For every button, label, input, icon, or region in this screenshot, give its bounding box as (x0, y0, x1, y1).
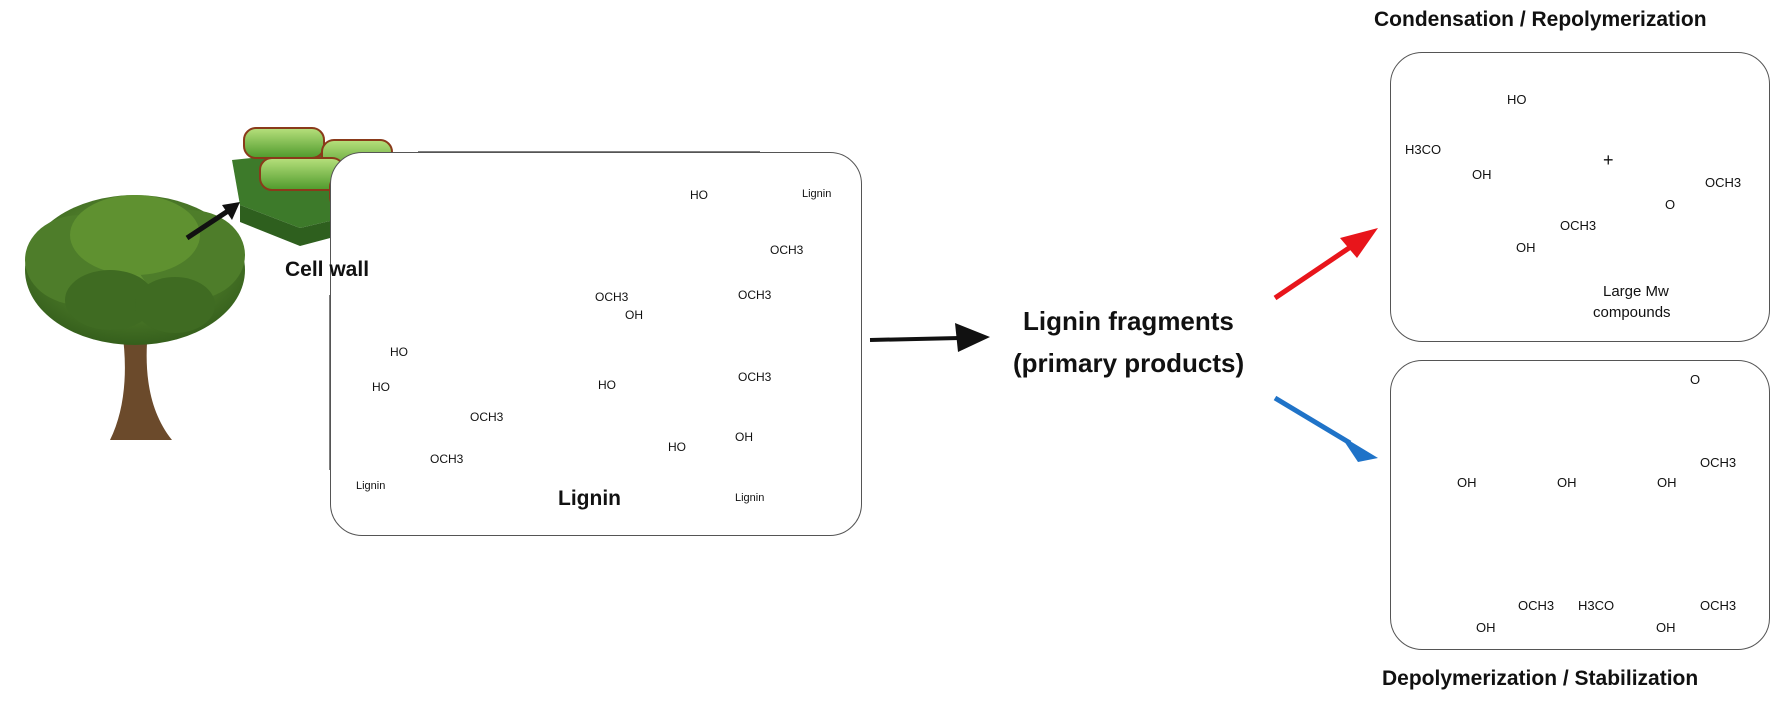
plus-sign: + (1603, 150, 1614, 170)
large-mw-label-line2: compounds (1593, 304, 1671, 321)
dep-oh-4: OH (1476, 620, 1496, 635)
dep-och3-1: OCH3 (1700, 455, 1737, 470)
fragments-label-line1: Lignin fragments (1023, 306, 1234, 336)
cond-ho: HO (1507, 92, 1527, 107)
large-mw-label-line1: Large Mw (1603, 283, 1669, 300)
dep-oh-3: OH (1657, 475, 1677, 490)
lignin-ho-1: HO (390, 345, 408, 359)
dep-oh-2: OH (1557, 475, 1577, 490)
cond-oh-1: OH (1472, 167, 1492, 182)
lignin-box (330, 152, 862, 536)
dep-och3-3: OCH3 (1700, 598, 1737, 613)
lignin-oh-top: OH (625, 308, 643, 322)
lignin-top-right: Lignin (802, 188, 832, 200)
cond-o: O (1665, 197, 1676, 212)
depolymerization-box (1390, 360, 1770, 650)
tree-illustration (25, 195, 245, 440)
lignin-to-fragments-arrow (869, 323, 990, 352)
cond-h3co: H3CO (1405, 142, 1442, 157)
cond-och3-b: OCH3 (1705, 175, 1742, 190)
lignin-och3-2: OCH3 (430, 452, 464, 466)
lignin-och3-1: OCH3 (470, 410, 504, 424)
lignin-ho-3: HO (598, 378, 616, 392)
red-arrow (1273, 228, 1378, 301)
condensation-box (1390, 52, 1770, 342)
lignin-ho-2: HO (372, 380, 390, 394)
fragments-label-line2: (primary products) (1013, 348, 1245, 378)
cond-oh-2: OH (1516, 240, 1536, 255)
dep-h3co: H3CO (1578, 598, 1615, 613)
lignin-och3-5: OCH3 (738, 370, 772, 384)
lignin-och3-3: OCH3 (770, 243, 804, 257)
cond-och3: OCH3 (1560, 218, 1597, 233)
lignin-och3-4: OCH3 (738, 288, 772, 302)
condensation-title: Condensation / Repolymerization (1374, 8, 1707, 31)
lignin-ho-top: HO (690, 188, 708, 202)
tree-to-cell-arrow (185, 202, 240, 241)
lignin-bottom-right: Lignin (735, 492, 765, 504)
lignin-bottom-left: Lignin (356, 480, 386, 492)
lignin-och3-top: OCH3 (595, 290, 629, 304)
lignin-oh-4: OH (735, 430, 753, 444)
lignin-ho-4: HO (668, 440, 686, 454)
dep-o: O (1690, 372, 1701, 387)
lignin-label: Lignin (558, 487, 621, 510)
cell-wall-label: Cell wall (285, 258, 370, 281)
dep-oh-5: OH (1656, 620, 1676, 635)
blue-arrow (1273, 395, 1378, 462)
dep-och3-2: OCH3 (1518, 598, 1555, 613)
dep-oh-1: OH (1457, 475, 1477, 490)
depolymerization-title: Depolymerization / Stabilization (1382, 667, 1699, 690)
